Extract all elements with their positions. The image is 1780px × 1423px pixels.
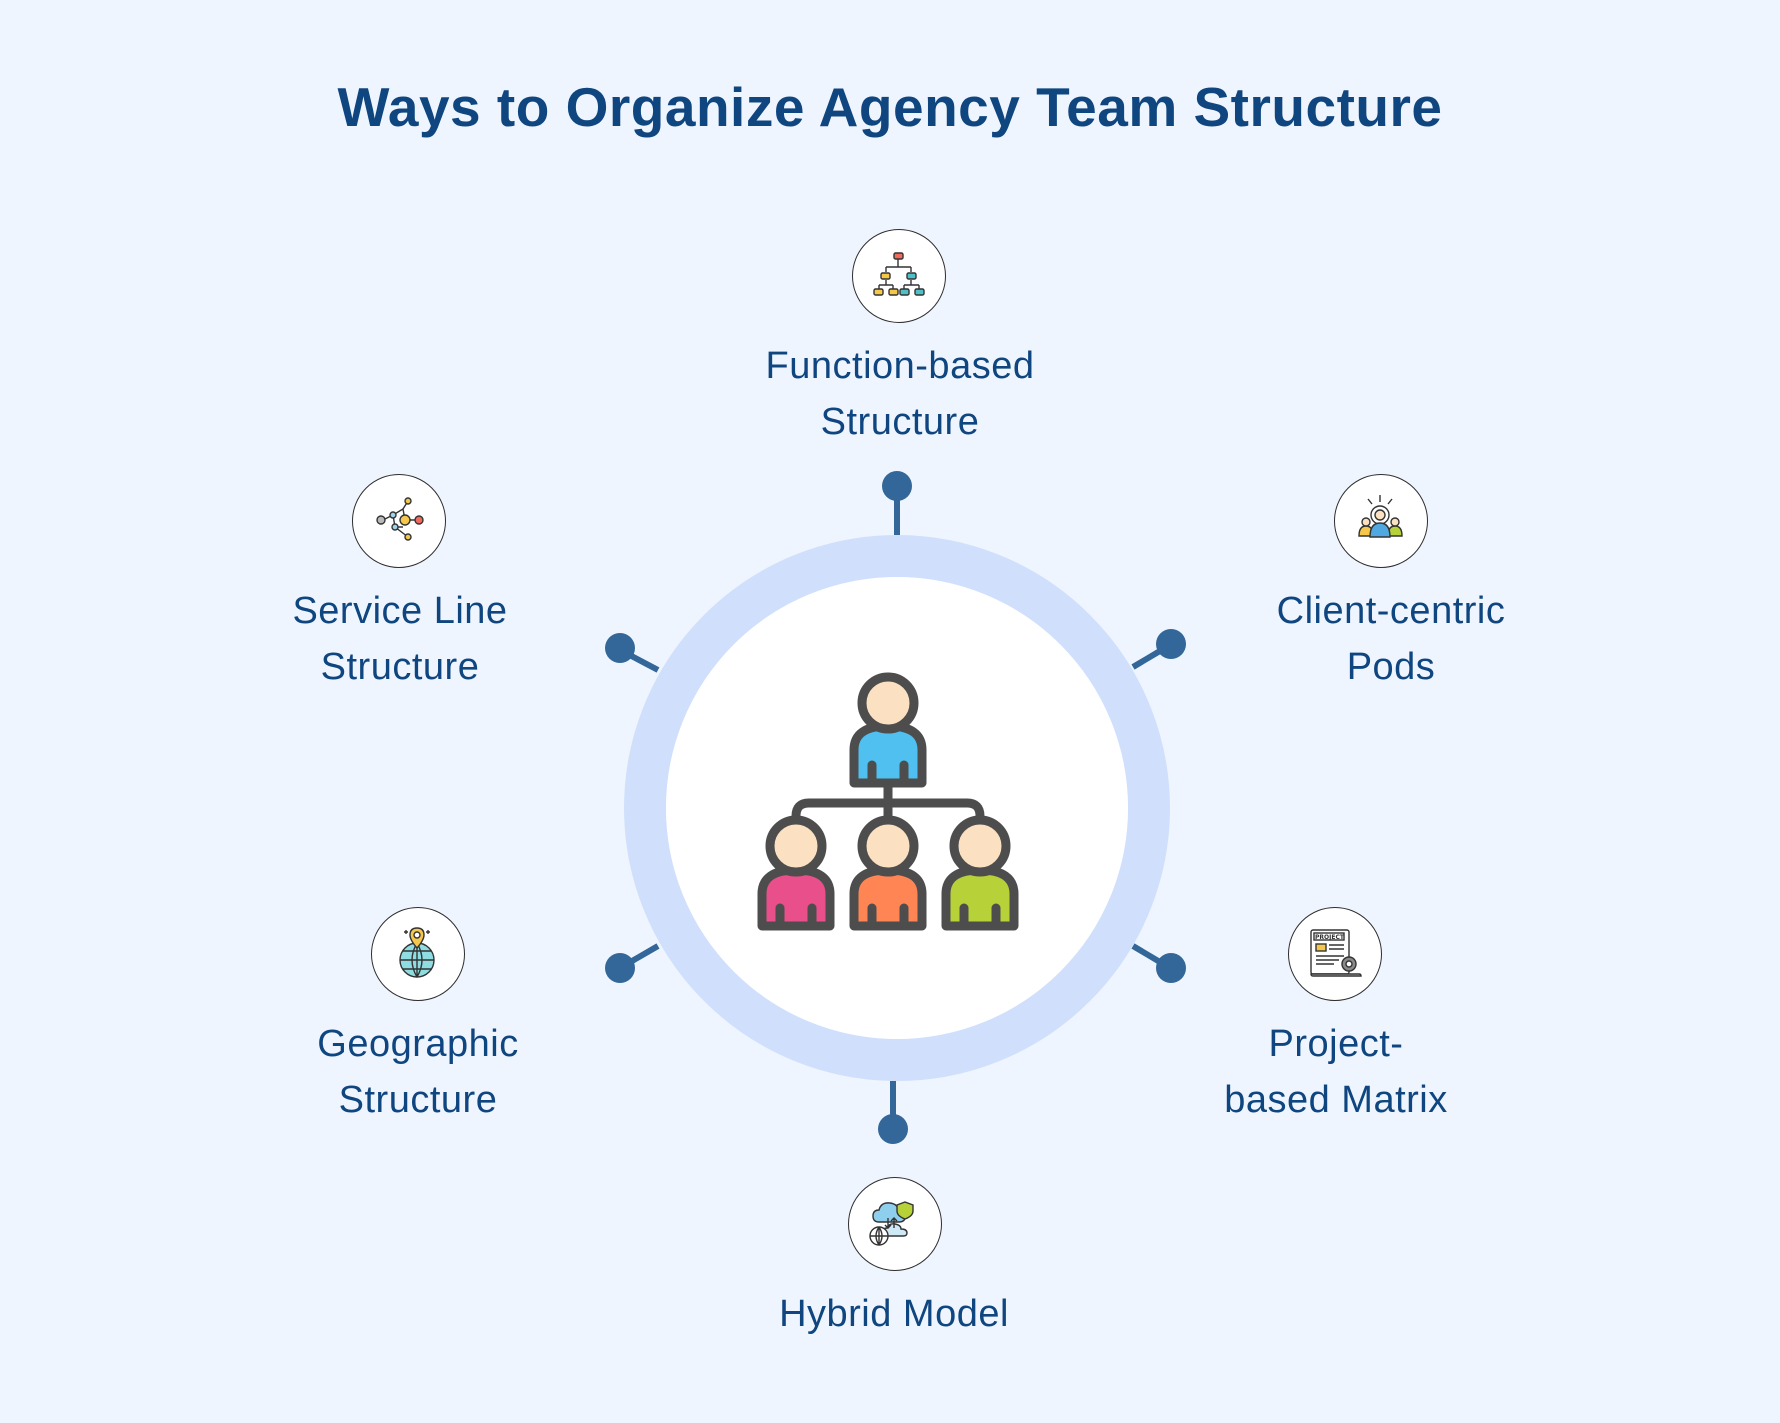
globe-location-pin-icon [399,927,435,978]
function-based-icon-badge [852,229,946,323]
label-function-based: Function-based Structure [765,345,1035,443]
connector-dot-function-based [882,471,912,501]
connector-dot-geographic [605,953,635,983]
team-target-icon [1358,495,1403,538]
project-matrix-icon-badge: PROJECT [1288,907,1382,1001]
page-title: Ways to Organize Agency Team Structure [337,76,1443,138]
geographic-icon-badge [371,907,465,1001]
connector-dot-hybrid [878,1114,908,1144]
connector-dots [605,471,1186,1144]
label-client-centric: Client-centric Pods [1276,590,1506,688]
label-hybrid-model: Hybrid Model [779,1293,1009,1335]
svg-text:PROJECT: PROJECT [1315,934,1345,941]
center-ring [624,535,1170,1081]
service-line-icon-badge [352,474,446,568]
connector-dot-client-centric [1156,629,1186,659]
label-service-line: Service Line Structure [292,590,508,688]
client-centric-icon-badge [1334,474,1428,568]
cloud-globe-shield-icon [869,1201,914,1246]
label-geographic: Geographic Structure [317,1023,519,1121]
connector-dot-service-line [605,633,635,663]
hierarchy-chart-icon [873,252,925,296]
project-document-gear-icon: PROJECT [1310,929,1362,977]
center-disc [666,577,1128,1039]
service-network-icon [376,497,424,541]
org-chart-people-icon [757,672,1019,931]
label-project-matrix: Project- based Matrix [1224,1023,1448,1121]
hybrid-model-icon-badge [848,1177,942,1271]
connector-dot-project-matrix [1156,953,1186,983]
